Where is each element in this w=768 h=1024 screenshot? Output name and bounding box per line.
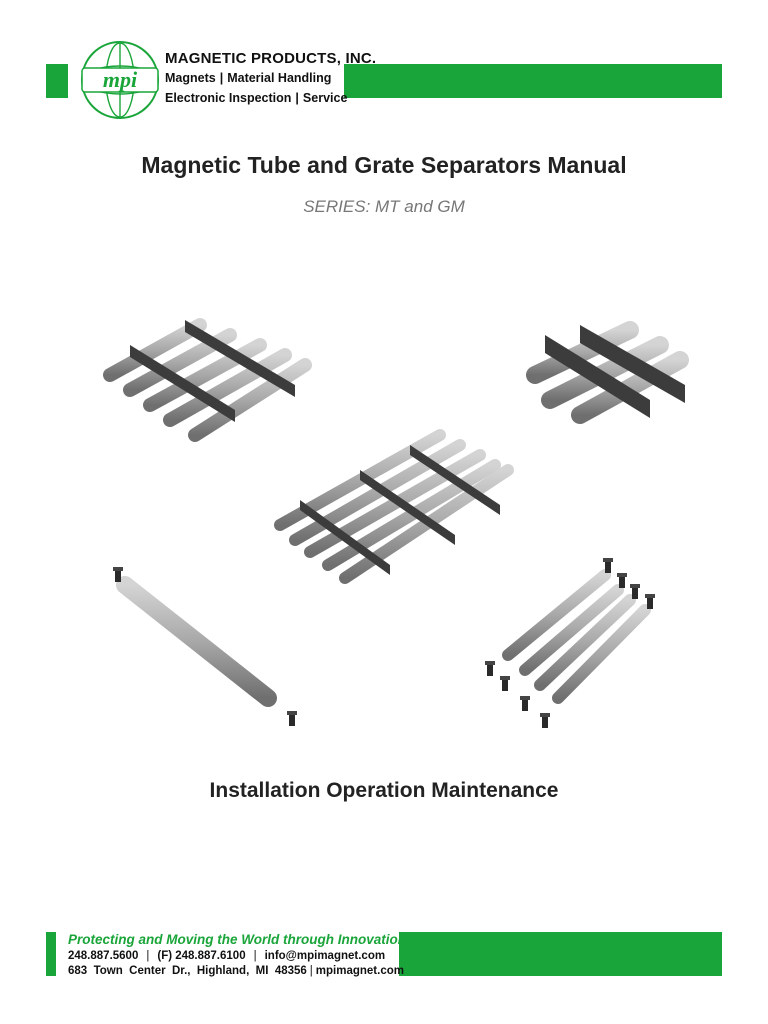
footer-separator: | bbox=[309, 965, 313, 977]
footer-phone: 248.887.5600 bbox=[68, 950, 139, 962]
tagline-row-1: Magnets|Material Handling bbox=[165, 71, 331, 85]
mpi-logo: mpi bbox=[81, 41, 159, 119]
header-green-bar-left bbox=[46, 64, 68, 98]
tagline-separator: | bbox=[295, 91, 299, 105]
tube-set-illustration bbox=[485, 558, 655, 728]
footer-contact-line: 248.887.5600 | (F) 248.887.6100 | info@mpima… bbox=[68, 950, 385, 962]
tagline-row-2: Electronic Inspection|Service bbox=[165, 91, 347, 105]
tagline-electronic-inspection: Electronic Inspection bbox=[165, 91, 292, 105]
footer-separator: | bbox=[253, 950, 257, 962]
header-green-bar-right bbox=[344, 64, 722, 98]
tagline-service: Service bbox=[302, 91, 348, 105]
page-subtitle: SERIES: MT and GM bbox=[303, 197, 465, 216]
product-illustrations bbox=[103, 318, 689, 728]
footer-address-line: 683 Town Center Dr., Highland, MI 48356|… bbox=[68, 965, 404, 977]
single-tube-illustration bbox=[113, 567, 297, 726]
footer-email[interactable]: info@mpimagnet.com bbox=[264, 950, 386, 962]
company-name: MAGNETIC PRODUCTS, INC. bbox=[165, 50, 377, 67]
tagline-separator: | bbox=[219, 71, 224, 85]
footer-green-bar-right bbox=[399, 932, 722, 976]
footer-green-bar-left bbox=[46, 932, 56, 976]
grate-separator-illustration-3 bbox=[274, 429, 514, 584]
footer-fax: (F) 248.887.6100 bbox=[157, 950, 246, 962]
tagline-magnets: Magnets bbox=[165, 71, 216, 85]
grate-separator-illustration-2 bbox=[526, 321, 689, 424]
grate-separator-illustration-1 bbox=[103, 318, 312, 442]
page-title: Magnetic Tube and Grate Separators Manua… bbox=[141, 152, 627, 178]
logo-text: mpi bbox=[103, 67, 138, 92]
footer-address: 683 Town Center Dr., Highland, MI 48356 bbox=[68, 965, 307, 977]
footer-separator: | bbox=[146, 950, 150, 962]
footer-slogan: Protecting and Moving the World through … bbox=[68, 932, 406, 947]
section-title: Installation Operation Maintenance bbox=[209, 779, 559, 802]
footer-website[interactable]: mpimagnet.com bbox=[315, 965, 404, 977]
tagline-material-handling: Material Handling bbox=[227, 71, 332, 85]
